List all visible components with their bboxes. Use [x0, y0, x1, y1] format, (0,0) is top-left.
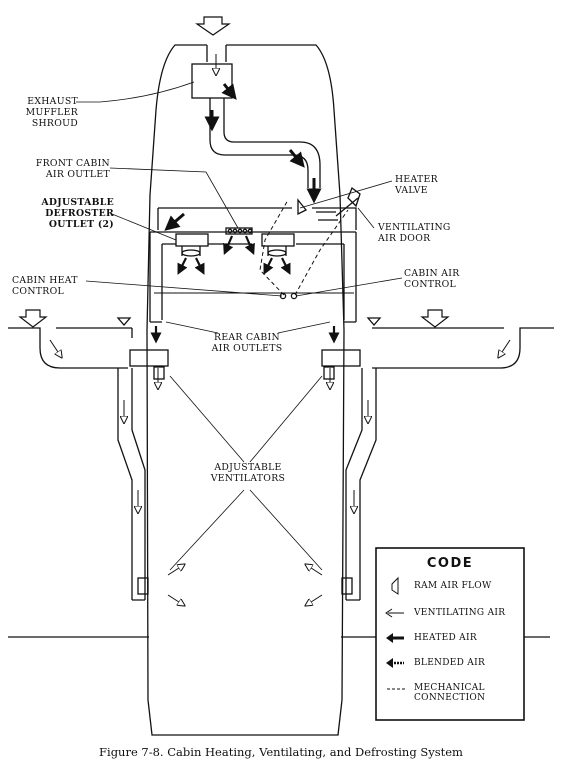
exhaust-muffler-shroud: [191, 63, 233, 99]
heater-duct: [209, 98, 321, 188]
blended-air-icon: [386, 658, 404, 668]
mechanical-connection-air: [294, 209, 349, 296]
mechanical-connection-heat: [259, 199, 289, 296]
adjustable-ventilators-label: ADJUSTABLE VENTILATORS: [210, 462, 286, 484]
legend-label-heated-air: HEATED AIR: [414, 633, 477, 643]
ram-air-arrow-top: [195, 16, 231, 36]
legend-label-ram-air-flow: RAM AIR FLOW: [414, 581, 492, 591]
heater-valve: [297, 198, 308, 216]
heater-box: [157, 207, 357, 230]
ram-air-flow-icon: [391, 576, 399, 595]
cabin-air-control-label: CABIN AIR CONTROL: [404, 268, 460, 290]
heated-air-icon: [386, 633, 404, 643]
legend-label-mechanical-connection: MECHANICAL CONNECTION: [414, 683, 486, 703]
legend-label-blended-air: BLENDED AIR: [414, 658, 486, 668]
adjustable-ventilator-left: [129, 349, 169, 367]
ventilating-air-icon: [385, 608, 404, 618]
cabin-heat-control-label: CABIN HEAT CONTROL: [12, 275, 78, 297]
rear-cabin-air-outlets-label: REAR CABIN AIR OUTLETS: [211, 332, 283, 354]
legend-label-ventilating-air: VENTILATING AIR: [414, 608, 506, 618]
adjustable-ventilator-right: [321, 349, 361, 367]
legend-box: [375, 547, 525, 721]
fuselage-outline: [146, 44, 345, 736]
ventilating-air-door-label: VENTILATING AIR DOOR: [378, 222, 451, 244]
ventilating-air-door: [316, 197, 359, 221]
legend-title: CODE: [426, 556, 474, 571]
defroster-outlet-left: [175, 233, 209, 247]
heater-valve-label: HEATER VALVE: [395, 174, 438, 196]
heated-air-arrows: [164, 83, 322, 231]
blended-air-arrows: [150, 235, 340, 344]
defroster-outlet-right: [261, 233, 295, 247]
adjustable-defroster-outlet-label: ADJUSTABLE DEFROSTER OUTLET (2): [41, 197, 114, 230]
ram-air-inlet: [206, 45, 227, 62]
exhaust-muffler-shroud-label: EXHAUST MUFFLER SHROUD: [25, 96, 78, 129]
front-cabin-air-outlet-label: FRONT CABIN AIR OUTLET: [35, 158, 110, 180]
figure-caption: Figure 7-8. Cabin Heating, Ventilating, …: [99, 745, 463, 759]
ventilating-air-arrows: [49, 54, 511, 604]
